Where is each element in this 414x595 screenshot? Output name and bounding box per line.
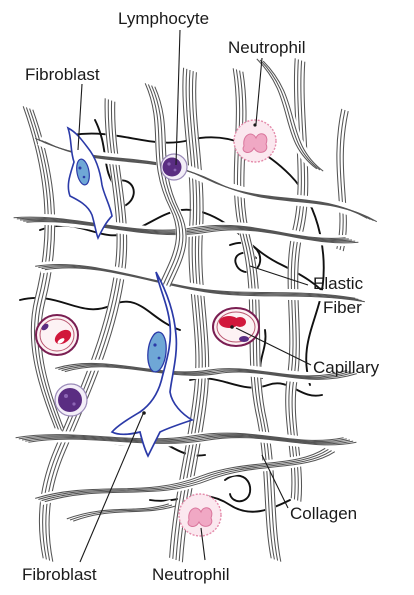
label-elastic-line2: Fiber <box>323 298 362 317</box>
elastic-fiber <box>225 476 250 502</box>
label-lymphocyte: Lymphocyte <box>118 9 209 28</box>
leader-elastic-fiber <box>250 266 308 285</box>
collagen-bundle-background <box>150 85 181 285</box>
lymphocyte-left <box>55 384 87 416</box>
neutrophil-bottom <box>179 494 221 536</box>
capillary-left <box>36 315 78 355</box>
capillary-right <box>213 308 259 346</box>
label-neutrophil-bottom: Neutrophil <box>152 565 230 584</box>
label-fibroblast-bottom: Fibroblast <box>22 565 97 584</box>
lymphocyte-top <box>161 154 187 180</box>
leader-neutrophil-top <box>256 58 262 124</box>
label-elastic-line1: Elastic <box>313 274 364 293</box>
label-collagen: Collagen <box>290 504 357 523</box>
label-fibroblast-top: Fibroblast <box>25 65 100 84</box>
leader-lymphocyte <box>176 30 180 165</box>
label-capillary: Capillary <box>313 358 380 377</box>
neutrophil-top <box>234 120 276 162</box>
label-neutrophil-top: Neutrophil <box>228 38 306 57</box>
